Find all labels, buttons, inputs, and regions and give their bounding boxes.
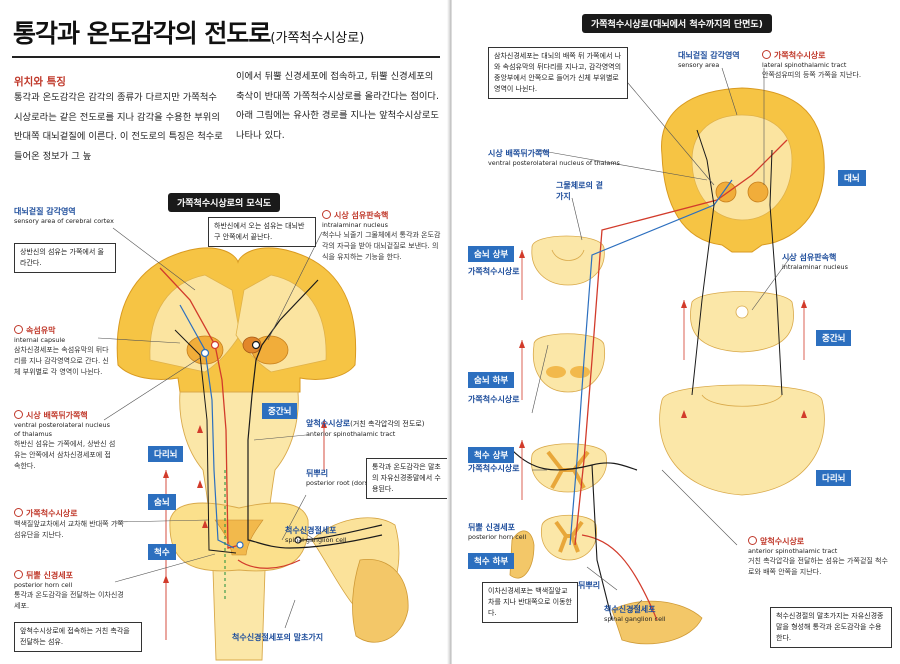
bottom-note-box: 앞척수시상로에 접속하는 거친 촉각을 전달하는 섬유. [14,622,142,652]
lower-body-note-box: 하반신에서 오는 섬유는 대뇌반구 안쪽에서 끝난다. [208,217,316,247]
label-peripheral-branch: 척수신경절세포의 말초가지 [232,633,324,642]
label-intralaminar: 시상 섬유판속핵 intralaminar nucleus 척수나 뇌줄기 그물… [322,210,441,261]
cortex-note-box: 상반신의 섬유는 가쪽에서 올라간다. [14,243,116,273]
label-spinal-ganglion: 척수신경절세포 spinal ganglion cell [285,526,347,544]
label-cortex: 대뇌겉질 감각영역 sensory area of cerebral corte… [14,207,114,225]
label-root-right: 뒤뿌리 [578,581,601,590]
level-tag-cerebrum: 대뇌 [838,170,866,186]
label-posterior-horn-right: 뒤뿔 신경세포 posterior horn cell [468,523,527,541]
label-anterior-tract-right: 앞척수시상로 anterior spinothalamic tract 거친 촉… [748,536,888,576]
title-rule [12,56,440,58]
label-reticular-branch: 그물체로의 곁가지 [556,181,603,201]
label-ganglion-right: 척수신경절세포 spinal ganglion cell [604,605,666,623]
section-heading: 위치와 특징 [14,76,66,88]
crossing-note-box: 이차신경세포는 백색질앞교차를 지나 반대쪽으로 이동한다. [482,582,578,623]
label-anterior-tract: 앞척수시상로(거친 촉각압각의 전도로) anterior spinothala… [306,419,425,438]
tract-tag-lower-medulla: 가쪽척수시상로 [468,395,520,404]
label-vpl: 시상 배쪽뒤가쪽핵 ventral posterolateral nucleus… [14,410,116,470]
label-posterior-root: 뒤뿌리 posterior root (dorsal root) [306,469,391,487]
book-gutter [447,0,454,664]
intro-text-col1: 통각과 온도감각은 감각의 종류가 다르지만 가쪽척수시상로라는 같은 전도로를… [14,92,223,162]
right-diagram-title: 가쪽척수시상로(대뇌에서 척수까지의 단면도) [582,14,772,33]
page-title-sub: (가쪽척수시상로) [270,31,365,46]
tract-tag-upper-spinal: 가쪽척수시상로 [468,464,520,473]
left-diagram-title: 가쪽척수시상로의 모식도 [168,193,281,212]
cross-section-diagram [509,67,825,645]
level-tag-midbrain-right: 중간뇌 [816,330,852,346]
intro-text-col2: 이에서 뒤뿔 신경세포에 접속하고, 뒤뿔 신경세포의 축삭이 반대쪽 가쪽척수… [236,71,439,141]
tract-tag-upper-medulla: 가쪽척수시상로 [468,267,520,276]
level-tag-upper-medulla: 숨뇌 상부 [468,246,515,262]
level-tag-lower-spinal: 척수 하부 [468,553,515,569]
level-tag-lower-medulla: 숨뇌 하부 [468,372,515,388]
terminal-note-box: 척수신경절의 말초가지는 자유신경종말을 형성해 통각과 온도감각을 수용한다. [770,607,892,648]
root-note-box: 통각과 온도감각은 말초의 자유신경종말에서 수용된다. [366,458,448,499]
level-tag-pons-right: 다리뇌 [816,470,852,486]
label-sensory-area: 대뇌겉질 감각영역 sensory area [678,51,740,69]
level-tag-upper-spinal: 척수 상부 [468,447,515,463]
top-note-box: 삼차신경세포는 대뇌의 배쪽 뒤 가쪽에서 나와 속섬유막의 뒤다리를 지나고,… [488,47,628,99]
level-tag-midbrain: 중간뇌 [262,403,298,419]
level-tag-medulla: 숨뇌 [148,494,176,510]
label-posterior-horn: 뒤뿔 신경세포 posterior horn cell 통각과 온도감각을 전달… [14,570,124,610]
right-page: 가쪽척수시상로(대뇌에서 척수까지의 단면도) 삼차신경세포는 대뇌의 배쪽 뒤… [452,0,900,664]
lateral-tract-diagram [97,227,409,661]
label-intralaminar-right: 시상 섬유판속핵 intralaminar nucleus [782,253,848,271]
left-page: 통각과 온도감각의 전도로(가쪽척수시상로) 위치와 특징 통각과 온도감각은 … [12,19,448,661]
page-title: 통각과 온도감각의 전도로(가쪽척수시상로) [13,19,365,48]
label-lateral-tract-right: 가쪽척수시상로 lateral spinothalamic tract 안쪽섬유… [762,50,862,79]
level-tag-spinal-cord: 척수 [148,544,176,560]
label-internal-capsule: 속섬유막 internal capsule 삼차신경세포는 속섬유막의 뒤다리를… [14,325,109,376]
label-lateral-tract: 가쪽척수시상로 백색질앞교차에서 교차해 반대쪽 가쪽섬유단을 지난다. [14,508,124,539]
level-tag-pons: 다리뇌 [148,446,184,462]
label-vpl-right: 시상 배쪽뒤가쪽핵 ventral posterolateral nucleus… [488,149,620,167]
